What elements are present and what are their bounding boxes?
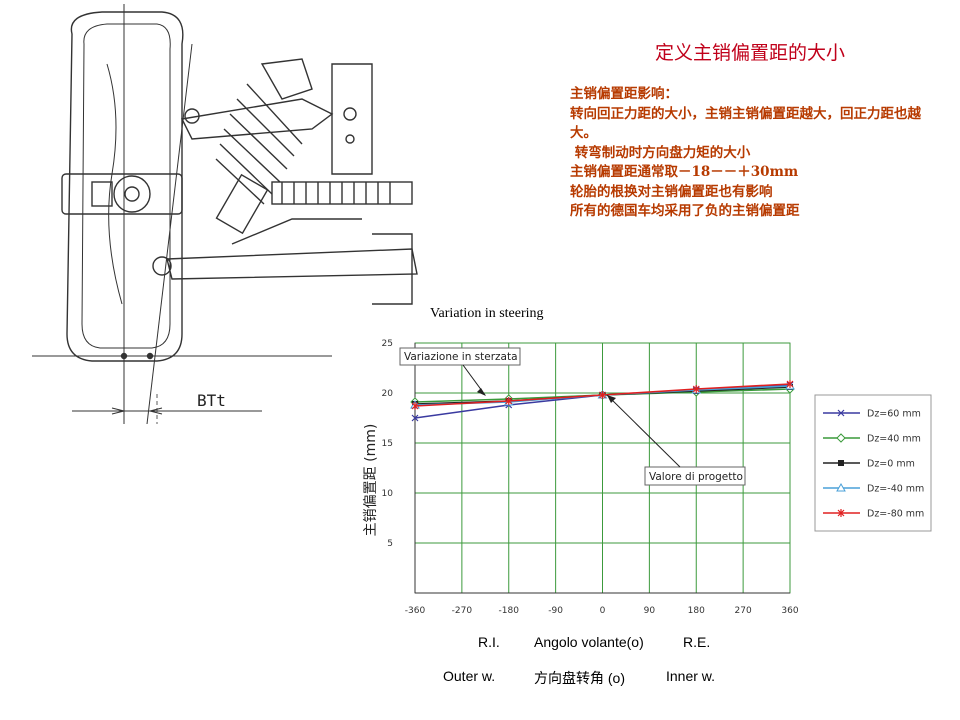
annotation-valore: Valore di progetto	[606, 394, 746, 486]
legend-label: Dz=40 mm	[867, 434, 921, 445]
legend-label: Dz=-40 mm	[867, 484, 924, 495]
x-tick-label: 360	[781, 606, 798, 616]
x-tick-label: -90	[548, 606, 563, 616]
x-tick-label: 0	[600, 606, 606, 616]
y-tick-label: 10	[382, 489, 394, 499]
legend-label: Dz=60 mm	[867, 409, 921, 420]
svg-text:Valore di progetto: Valore di progetto	[649, 471, 743, 483]
chart-legend: Dz=60 mm Dz=40 mm Dz=0 mm Dz=-40 mm Dz=-80 m…	[814, 394, 932, 532]
y-tick-label: 20	[382, 389, 394, 399]
y-tick-label: 5	[387, 539, 393, 549]
x-tick-label: 90	[644, 606, 656, 616]
caption-re: R.E.	[683, 634, 711, 650]
y-axis-label: 主销偏置距 (mm)	[363, 424, 379, 537]
caption-angolo: Angolo volante(o)	[534, 634, 644, 650]
caption-inner: Inner w.	[666, 668, 716, 684]
x-tick-label: -360	[405, 606, 426, 616]
legend-label: Dz=-80 mm	[867, 509, 924, 520]
data-point	[505, 397, 513, 405]
legend-marker	[837, 509, 845, 517]
x-tick-label: -270	[452, 606, 473, 616]
note-line: 主销偏置距通常取－18－－＋30mm	[570, 164, 799, 180]
y-tick-label: 15	[382, 439, 393, 449]
note-heading: 主销偏置距影响：	[570, 86, 678, 102]
legend-marker	[837, 409, 845, 417]
legend-label: Dz=0 mm	[867, 459, 915, 470]
data-point	[411, 414, 419, 422]
note-line: 所有的德国车均采用了负的主销偏置距	[570, 203, 800, 219]
data-point	[786, 380, 794, 388]
notes-block: 主销偏置距影响： 转向回正力距的大小，主销主销偏置距越大，回正力距也越大。 转弯…	[570, 85, 930, 222]
data-point	[692, 385, 700, 393]
note-line: 转向回正力距的大小，主销主销偏置距越大，回正力距也越大。	[570, 105, 921, 142]
line-chart: 主销偏置距 (mm) -360 -270 -180 -90 0 90 180 270 360 5 1…	[363, 339, 932, 616]
note-line: 轮胎的根换对主销偏置距也有影响	[570, 183, 773, 200]
y-tick-label: 25	[382, 339, 393, 349]
note-line: 转弯制动时方向盘力矩的大小	[570, 144, 751, 161]
btt-label: BTt	[197, 391, 226, 410]
caption-zh: 方向盘转角 (o)	[534, 670, 625, 686]
legend-marker	[838, 460, 844, 466]
suspension-drawing: BTt	[32, 4, 418, 424]
x-tick-label: 270	[735, 606, 752, 616]
data-point	[599, 391, 606, 399]
x-tick-label: 180	[688, 606, 705, 616]
legend-marker	[836, 482, 846, 492]
svg-text:Variazione in sterzata: Variazione in sterzata	[404, 351, 518, 363]
chart-title: Variation in steering	[430, 306, 544, 321]
legend-marker	[836, 433, 846, 443]
caption-ri: R.I.	[478, 634, 500, 650]
slide-title: 定义主销偏置距的大小	[654, 42, 845, 64]
caption-outer: Outer w.	[443, 668, 496, 684]
data-point	[411, 402, 419, 410]
annotation-variazione: Variazione in sterzata	[399, 347, 521, 396]
x-tick-label: -180	[499, 606, 520, 616]
